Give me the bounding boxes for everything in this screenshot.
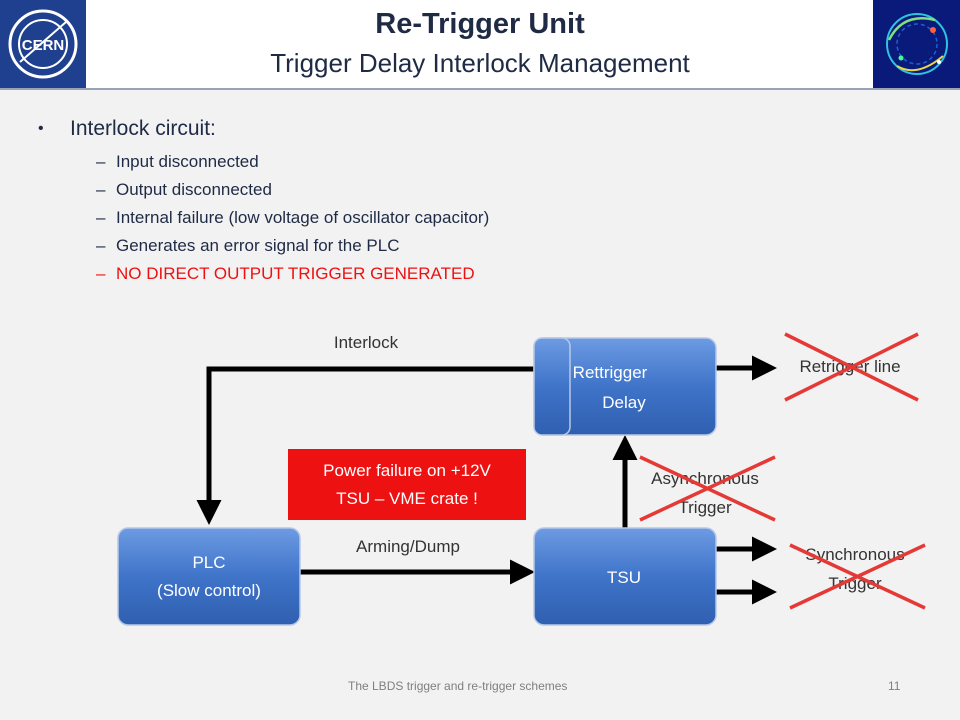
footer-text: The LBDS trigger and re-trigger schemes (348, 679, 568, 693)
bullet-main: • Interlock circuit: (38, 112, 738, 148)
plc-label-1: PLC (192, 553, 225, 572)
power-failure-warning-line2: TSU – VME crate ! (336, 489, 478, 508)
retrigger-line-cross-mark (784, 332, 919, 402)
plc-label-2: (Slow control) (157, 581, 261, 600)
tsu-box (533, 527, 717, 626)
sub-bullet: – Input disconnected (38, 148, 738, 176)
tsu-label: TSU (607, 568, 641, 587)
power-failure-warning-line1: Power failure on +12V (323, 461, 491, 480)
plc-box (117, 527, 301, 626)
async-trigger-cross-mark (639, 455, 776, 522)
sub-bullet-text: Output disconnected (116, 180, 272, 199)
dash-marker: – (96, 152, 106, 171)
sync-trigger-label-1: Synchronous (805, 545, 904, 564)
sub-bullet: – Internal failure (low voltage of oscil… (38, 204, 738, 232)
sub-bullet-warning: – NO DIRECT OUTPUT TRIGGER GENERATED (38, 260, 738, 288)
cern-logo: CERN (0, 0, 86, 88)
arming-dump-label: Arming/Dump (356, 537, 460, 556)
dash-marker: – (96, 180, 106, 199)
sub-bullet: – Output disconnected (38, 176, 738, 204)
async-trigger-label-2: Trigger (678, 498, 732, 517)
sync-trigger-label-2: Trigger (828, 574, 882, 593)
detector-event-image (873, 0, 960, 88)
sub-bullet-text: Generates an error signal for the PLC (116, 236, 400, 255)
sub-bullet-text: NO DIRECT OUTPUT TRIGGER GENERATED (116, 264, 475, 283)
dash-marker: – (96, 208, 106, 227)
dash-marker: – (96, 236, 106, 255)
slide-title: Re-Trigger Unit (375, 8, 585, 40)
interlock-label: Interlock (334, 333, 399, 352)
sync-trigger-cross-mark (789, 543, 926, 610)
header-bar (0, 0, 960, 90)
slide-subtitle: Trigger Delay Interlock Management (270, 48, 690, 78)
cern-logo-text: CERN (22, 37, 65, 54)
retrigger-delay-side-tab (533, 337, 571, 436)
sub-bullet-text: Input disconnected (116, 152, 259, 171)
power-failure-warning-box (288, 449, 526, 520)
sub-bullet-text: Internal failure (low voltage of oscilla… (116, 208, 490, 227)
interlock-line (196, 366, 534, 525)
retrigger-delay-label-2: Delay (602, 393, 646, 412)
sub-bullet: – Generates an error signal for the PLC (38, 232, 738, 260)
header-divider (0, 88, 960, 90)
retrigger-delay-label-1: Rettrigger (573, 363, 648, 382)
bullet-main-text: Interlock circuit: (70, 117, 216, 140)
bullet-dot: • (38, 120, 44, 137)
dash-marker: – (96, 264, 106, 283)
page-number: 11 (888, 679, 901, 693)
bullet-list: • Interlock circuit: – Input disconnecte… (38, 112, 738, 288)
